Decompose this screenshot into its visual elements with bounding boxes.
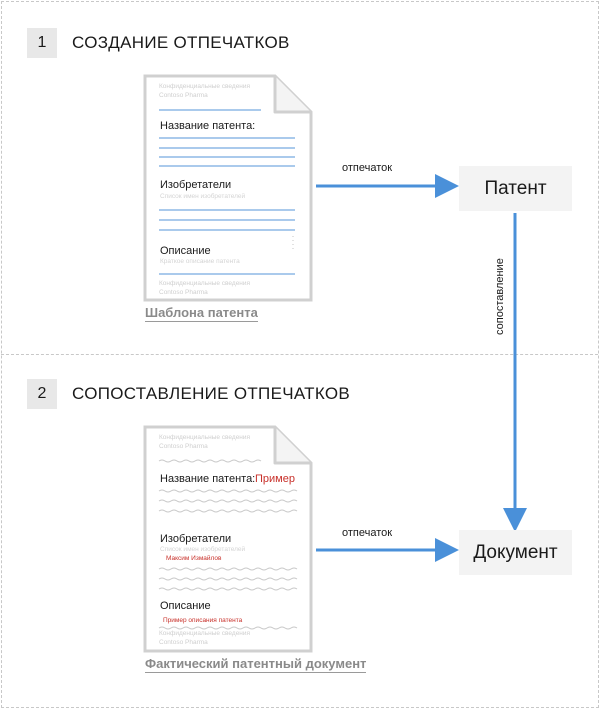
field-title-value: Пример xyxy=(255,473,295,485)
watermark-top-line-1: Конфиденциальные сведения xyxy=(159,83,251,90)
patent-box: Патент xyxy=(459,166,572,211)
fingerprint-label-1: отпечаток xyxy=(342,162,393,174)
template-caption: Шаблона патента xyxy=(145,305,258,322)
watermark-top-line-2: Contoso Pharma xyxy=(159,443,208,450)
watermark-bottom-line-1: Конфиденциальные сведения xyxy=(159,280,251,287)
step-1-number: 1 xyxy=(27,28,57,58)
section-divider xyxy=(1,354,598,355)
step-2-number: 2 xyxy=(27,379,57,409)
description-value: Пример описания патента xyxy=(163,617,243,624)
actual-patent-document: Конфиденциальные сведения Contoso Pharma… xyxy=(143,425,313,653)
step-2-title: СОПОСТАВЛЕНИЕ ОТПЕЧАТКОВ xyxy=(72,384,351,403)
step-1-title: СОЗДАНИЕ ОТПЕЧАТКОВ xyxy=(72,33,290,52)
fingerprint-label-2: отпечаток xyxy=(342,527,393,539)
field-description-label: Описание xyxy=(160,600,211,612)
field-description-label: Описание xyxy=(160,245,211,257)
actual-doc-caption: Фактический патентный документ xyxy=(145,656,367,673)
field-inventors-label: Изобретатели xyxy=(160,179,231,191)
watermark-bottom-line-2: Contoso Pharma xyxy=(159,289,208,296)
inventors-value: Максим Измайлов xyxy=(166,554,222,562)
document-box: Документ xyxy=(459,530,572,575)
field-title-label: Название патента: xyxy=(160,120,255,132)
patent-template-document: Конфиденциальные сведения Contoso Pharma… xyxy=(143,74,313,302)
inventors-hint: Список имен изобретателей xyxy=(160,545,246,553)
description-hint: Краткое описание патента xyxy=(160,258,240,265)
inventors-hint: Список имен изобретателей xyxy=(160,192,246,200)
match-label: сопоставление xyxy=(494,258,506,335)
watermark-bottom-line-2: Contoso Pharma xyxy=(159,639,208,646)
watermark-top-line-2: Contoso Pharma xyxy=(159,92,208,99)
field-title-label: Название патента: xyxy=(160,473,255,485)
watermark-top-line-1: Конфиденциальные сведения xyxy=(159,434,251,441)
watermark-bottom-line-1: Конфиденциальные сведения xyxy=(159,630,251,637)
field-inventors-label: Изобретатели xyxy=(160,533,231,545)
